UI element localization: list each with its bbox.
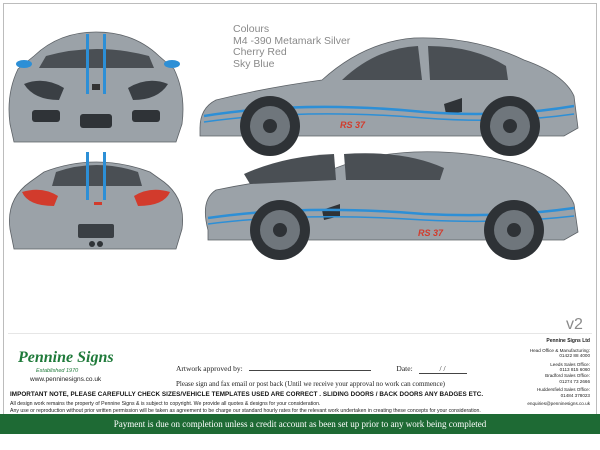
- office-entry: Bradford Sales Office:01274 73 2666: [545, 372, 590, 384]
- proof-footer: Pennine Signs Established 1970 www.penni…: [8, 338, 592, 419]
- colour-item: Sky Blue: [233, 57, 275, 70]
- date-label: Date:: [396, 364, 413, 373]
- date-field[interactable]: / /: [418, 364, 467, 374]
- office-entry: Leeds Sales Office:0113 815 6060: [550, 361, 590, 373]
- colour-item: M4 -390 Metamark Silver: [233, 34, 351, 47]
- important-note: IMPORTANT NOTE, PLEASE CAREFULLY CHECK S…: [10, 391, 484, 398]
- colours-title: Colours: [233, 23, 270, 35]
- right-tail-light: [134, 189, 170, 206]
- approval-row: Artwork approved by: Date: / /: [176, 364, 467, 374]
- version-label: v2: [566, 316, 583, 333]
- sign-instructions: Please sign and fax email or post back (…: [176, 380, 446, 388]
- company-logo: Pennine Signs Established 1970: [18, 349, 114, 374]
- car-rear-view: [9, 152, 183, 250]
- payment-banner: Payment is due on completion unless a cr…: [0, 414, 600, 434]
- website-link[interactable]: www.penninesigns.co.uk: [30, 376, 102, 383]
- logo-tagline: Established 1970: [36, 368, 79, 374]
- vehicle-drawings: RS 37 RS 37: [8, 31, 592, 334]
- logo-wordmark: Pennine Signs: [18, 349, 114, 366]
- car-side-view-bottom: RS 37: [204, 151, 579, 260]
- car-front-view: [8, 31, 184, 143]
- colour-item: Cherry Red: [233, 46, 287, 58]
- left-mirror: [16, 60, 32, 68]
- approval-signature-line[interactable]: [248, 370, 371, 371]
- contact-email[interactable]: enquiries@penninesigns.co.uk: [527, 401, 590, 407]
- decal-text-bottom: RS 37: [418, 228, 444, 238]
- office-entry: Head Office & Manufacturing:01422 88 400…: [529, 347, 590, 359]
- front-stripe-left: [86, 34, 89, 94]
- copyright-line: All design work remains the property of …: [10, 401, 321, 407]
- colours-legend: Colours M4 -390 Metamark Silver Cherry R…: [233, 23, 351, 70]
- copyright-notes: All design work remains the property of …: [10, 401, 481, 414]
- page-bottom-margin: [0, 434, 600, 450]
- office-entry: Huddersfield Sales Office:01484 378023: [536, 387, 590, 398]
- company-name: Pennine Signs Ltd: [546, 338, 590, 344]
- artwork-approved-label: Artwork approved by:: [176, 364, 243, 373]
- left-tail-light: [22, 189, 58, 206]
- front-stripe-right: [103, 34, 106, 94]
- car-side-view-top: RS 37: [199, 37, 579, 156]
- decal-text-top: RS 37: [340, 120, 366, 130]
- copyright-line: Any use or reproduction without prior wr…: [10, 407, 481, 414]
- right-mirror: [164, 60, 180, 68]
- office-contacts: Pennine Signs Ltd Head Office & Manufact…: [526, 338, 590, 407]
